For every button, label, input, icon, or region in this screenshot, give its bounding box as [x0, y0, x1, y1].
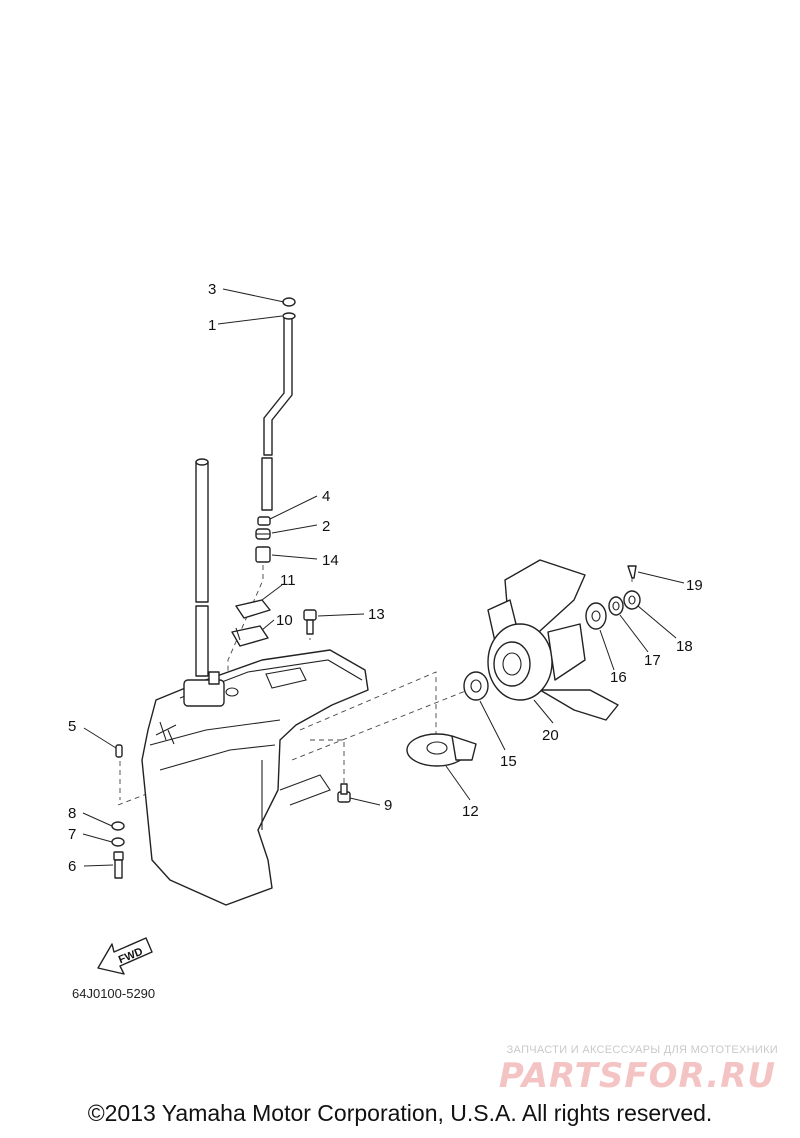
callout-19: 19: [686, 577, 703, 594]
anode-12: [406, 733, 477, 767]
catalog-code: 64J0100-5290: [72, 986, 156, 1001]
callout-20: 20: [542, 727, 559, 744]
callout-3: 3: [208, 281, 216, 298]
callout-13: 13: [368, 606, 385, 623]
drive-shaft: [195, 458, 209, 677]
callout-9: 9: [384, 797, 392, 814]
seal-2: [255, 528, 271, 540]
fwd-arrow-icon: FWD: [97, 937, 153, 975]
watermark-logo: PARTSFOR.RU: [498, 1056, 776, 1096]
callout-6: 6: [68, 858, 76, 875]
callout-10: 10: [276, 612, 293, 629]
watermark-tagline: ЗАПЧАСТИ И АКСЕССУАРЫ ДЛЯ МОТОТЕХНИКИ: [506, 1044, 778, 1056]
spacer-16: [585, 602, 607, 630]
callout-15: 15: [500, 753, 517, 770]
callout-5: 5: [68, 718, 76, 735]
callout-7: 7: [68, 826, 76, 843]
bolt-9: [337, 783, 351, 803]
collar-14: [255, 546, 271, 563]
callout-11: 11: [280, 572, 296, 589]
plate-10: [231, 625, 269, 647]
callout-18: 18: [676, 638, 693, 655]
callout-8: 8: [68, 805, 76, 822]
propeller-20: [487, 559, 619, 721]
seal-4: [257, 516, 271, 526]
callout-4: 4: [322, 488, 330, 505]
grommet: [282, 297, 296, 307]
washer-7: [111, 837, 125, 847]
callout-12: 12: [462, 803, 479, 820]
callout-1: 1: [208, 317, 216, 334]
washer-17: [608, 596, 624, 616]
callout-labels: 3 1 4 2 14 11 10 13 5 8 7 6 9 12 15 20 1…: [68, 281, 703, 875]
thrust-washer-15: [463, 671, 489, 701]
lower-casing: [141, 649, 369, 906]
leader-lines: [82, 288, 685, 867]
callout-16: 16: [610, 669, 627, 686]
pin-5: [115, 744, 123, 758]
plate-11: [235, 599, 271, 619]
callout-2: 2: [322, 518, 330, 535]
callout-14: 14: [322, 552, 339, 569]
callout-17: 17: [644, 652, 661, 669]
nut-18: [623, 590, 641, 610]
water-tube: [261, 312, 296, 511]
copyright-notice: ©2013 Yamaha Motor Corporation, U.S.A. A…: [87, 1100, 713, 1126]
cotter-pin-19: [627, 565, 637, 579]
washer-8: [111, 821, 125, 831]
bolt-6: [113, 851, 124, 879]
bolt-13: [303, 609, 317, 635]
